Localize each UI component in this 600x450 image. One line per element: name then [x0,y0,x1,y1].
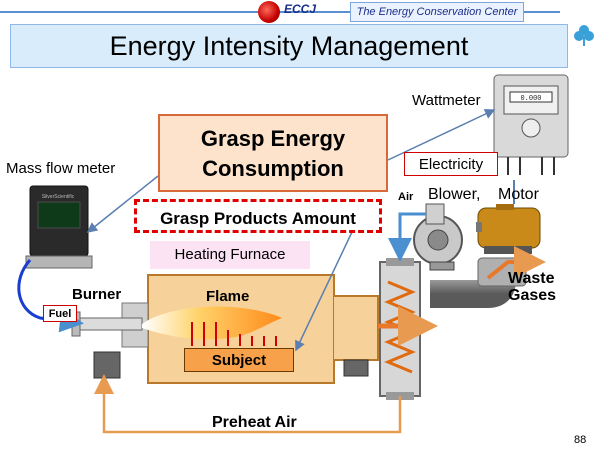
preheat-air-label: Preheat Air [212,414,297,431]
grasp-energy-line1: Grasp Energy [200,126,346,151]
energy-to-wattmeter-line [387,109,496,161]
blower-label: Blower, [428,186,481,203]
blower-device [413,203,463,271]
products-to-subject-line [295,231,353,352]
grasp-products-box: Grasp Products Amount [134,199,382,233]
clover-icon [574,25,594,46]
electricity-box: Electricity [404,152,498,176]
heat-arrows [191,322,277,346]
eccj-logo-icon [258,1,280,23]
mass-flow-meter-label: Mass flow meter [6,160,116,177]
air-arrow [388,212,426,262]
motor-label: Motor [498,186,539,203]
flame-shape [142,306,282,340]
flow-meter-brand: SilverScientific [42,194,75,200]
waste-gases-line1: Waste [508,270,555,287]
heating-furnace-label: Heating Furnace [150,241,310,269]
wattmeter-device [493,74,569,175]
org-name-box: The Energy Conservation Center Japan [350,2,524,36]
mass-flow-meter-device [25,185,93,269]
org-abbreviation: ECCJ [284,2,317,16]
waste-gases-label: Waste Gases [508,270,556,304]
header-rule [0,11,560,13]
waste-gas-arrow [486,246,546,280]
grasp-energy-line2: Consumption [202,156,344,181]
fuel-label-box: Fuel [43,305,77,322]
subject-box: Subject [184,348,294,372]
burner-label: Burner [72,286,122,303]
fuel-line [17,258,84,333]
motor-device [476,204,541,254]
flame-label: Flame [206,288,250,305]
heat-exchanger [379,258,421,400]
air-label: Air [398,191,414,203]
waste-gases-line2: Gases [508,287,557,304]
energy-to-flowmeter-line [86,175,159,233]
furnace-leg-right [343,359,369,377]
page-number: 88 [574,434,587,446]
grasp-energy-box: Grasp Energy Consumption [158,114,388,192]
wattmeter-label: Wattmeter [412,92,481,109]
page-title: Energy Intensity Management [10,24,568,68]
furnace-leg-left [93,351,121,379]
preheat-air-line [94,374,402,434]
wattmeter-reading: 0.000 [520,95,541,103]
